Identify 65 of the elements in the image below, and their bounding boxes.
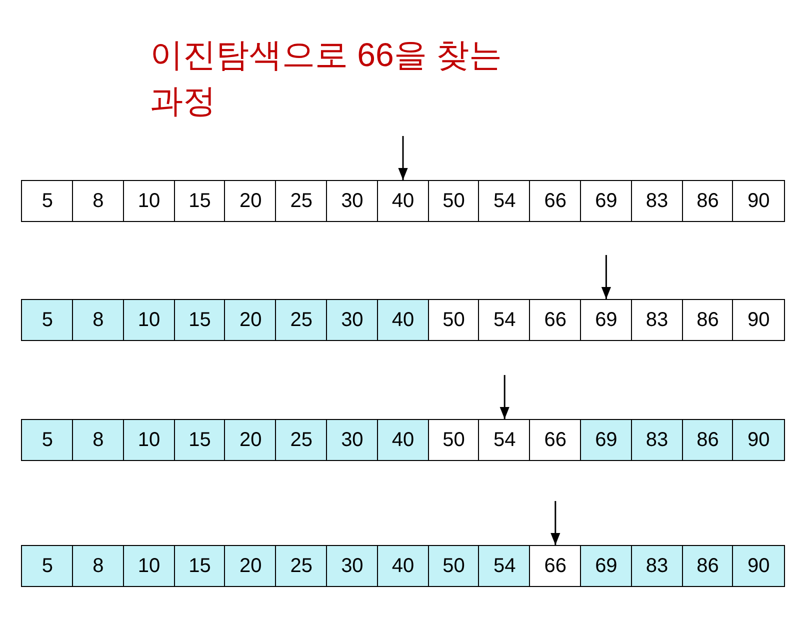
array-cell: 54 <box>478 299 531 341</box>
array-cell: 5 <box>21 299 74 341</box>
array-cell: 8 <box>72 545 124 587</box>
array-cell: 40 <box>376 180 430 222</box>
array-cell: 83 <box>630 545 684 587</box>
array-cell: 50 <box>428 419 480 461</box>
array-cell: 40 <box>376 299 430 341</box>
array-cell: 69 <box>580 419 632 461</box>
array-cell: 30 <box>326 545 378 587</box>
array-cell: 83 <box>630 419 684 461</box>
array-cell: 66 <box>529 545 582 587</box>
array-cell: 66 <box>529 180 582 222</box>
array-cell: 8 <box>72 299 124 341</box>
array-cell: 90 <box>732 180 785 222</box>
array-cell: 15 <box>174 419 226 461</box>
arrow <box>398 136 408 180</box>
array-cell: 69 <box>580 545 632 587</box>
array-cell: 5 <box>21 419 74 461</box>
array-cell: 40 <box>376 419 430 461</box>
array-cell: 50 <box>428 545 480 587</box>
array-cell: 10 <box>122 299 176 341</box>
array-cell: 66 <box>529 299 582 341</box>
arrow <box>601 255 611 299</box>
array-cell: 20 <box>224 180 277 222</box>
array-cell: 30 <box>326 180 378 222</box>
array-cell: 20 <box>224 299 277 341</box>
array-cell: 10 <box>122 180 176 222</box>
array-cell: 86 <box>682 299 734 341</box>
title: 이진탐색으로 66을 찾는 과정 <box>150 35 504 121</box>
array-cell: 40 <box>376 545 430 587</box>
array-cell: 54 <box>478 180 531 222</box>
array-cell: 30 <box>326 299 378 341</box>
array-cell: 66 <box>529 419 582 461</box>
arrow <box>500 375 510 419</box>
array-cell: 15 <box>174 545 226 587</box>
array-cell: 8 <box>72 180 124 222</box>
array-cell: 25 <box>275 419 328 461</box>
array-cell: 25 <box>275 545 328 587</box>
array-cell: 90 <box>732 545 785 587</box>
array-cell: 54 <box>478 545 531 587</box>
array-cell: 86 <box>682 180 734 222</box>
array-cell: 86 <box>682 545 734 587</box>
array-cell: 15 <box>174 180 226 222</box>
array-cell: 83 <box>630 299 684 341</box>
array-cell: 25 <box>275 180 328 222</box>
array-cell: 69 <box>580 299 632 341</box>
array-cell: 30 <box>326 419 378 461</box>
array-cell: 54 <box>478 419 531 461</box>
array-cell: 69 <box>580 180 632 222</box>
array-cell: 5 <box>21 545 74 587</box>
arrow <box>550 501 560 545</box>
array-cell: 83 <box>630 180 684 222</box>
array-cell: 20 <box>224 419 277 461</box>
array-cell: 10 <box>122 419 176 461</box>
array-cell: 86 <box>682 419 734 461</box>
array-cell: 10 <box>122 545 176 587</box>
array-cell: 90 <box>732 299 785 341</box>
array-cell: 50 <box>428 180 480 222</box>
array-cell: 5 <box>21 180 74 222</box>
array-cell: 50 <box>428 299 480 341</box>
array-cell: 25 <box>275 299 328 341</box>
array-cell: 20 <box>224 545 277 587</box>
array-cell: 90 <box>732 419 785 461</box>
array-cell: 15 <box>174 299 226 341</box>
array-cell: 8 <box>72 419 124 461</box>
